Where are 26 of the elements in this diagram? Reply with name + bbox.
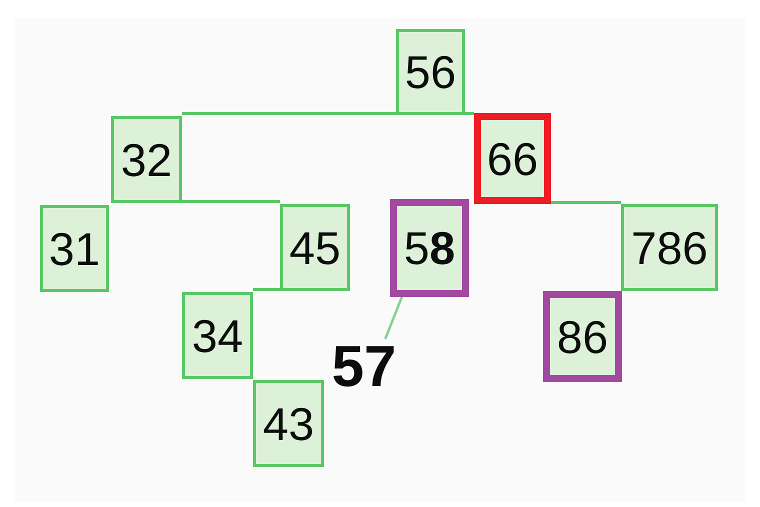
connector-line bbox=[551, 201, 621, 204]
connector-line bbox=[182, 200, 280, 203]
node-value: 31 bbox=[48, 226, 100, 272]
node-value: 58 bbox=[404, 225, 456, 271]
node-value: 43 bbox=[262, 400, 314, 446]
value-label: 57 bbox=[328, 338, 400, 396]
node-box bbox=[396, 29, 465, 115]
connector-line bbox=[465, 112, 474, 115]
node-value: 86 bbox=[556, 314, 608, 360]
node-box bbox=[280, 204, 350, 291]
node-box bbox=[111, 116, 182, 203]
node-box bbox=[621, 204, 718, 291]
node-value: 56 bbox=[404, 49, 456, 95]
connector-line bbox=[182, 112, 396, 115]
connector-line bbox=[253, 288, 280, 291]
node-box bbox=[253, 380, 324, 467]
node-value: 66 bbox=[486, 136, 538, 182]
highlighted-node-box bbox=[474, 113, 551, 204]
node-box bbox=[182, 292, 253, 379]
node-box bbox=[40, 205, 109, 292]
node-value: 45 bbox=[289, 224, 341, 270]
highlighted-node-box bbox=[543, 291, 622, 382]
node-value: 786 bbox=[631, 224, 708, 270]
highlighted-node-box bbox=[390, 199, 469, 297]
node-value: 32 bbox=[120, 136, 172, 182]
node-value: 34 bbox=[192, 312, 244, 358]
